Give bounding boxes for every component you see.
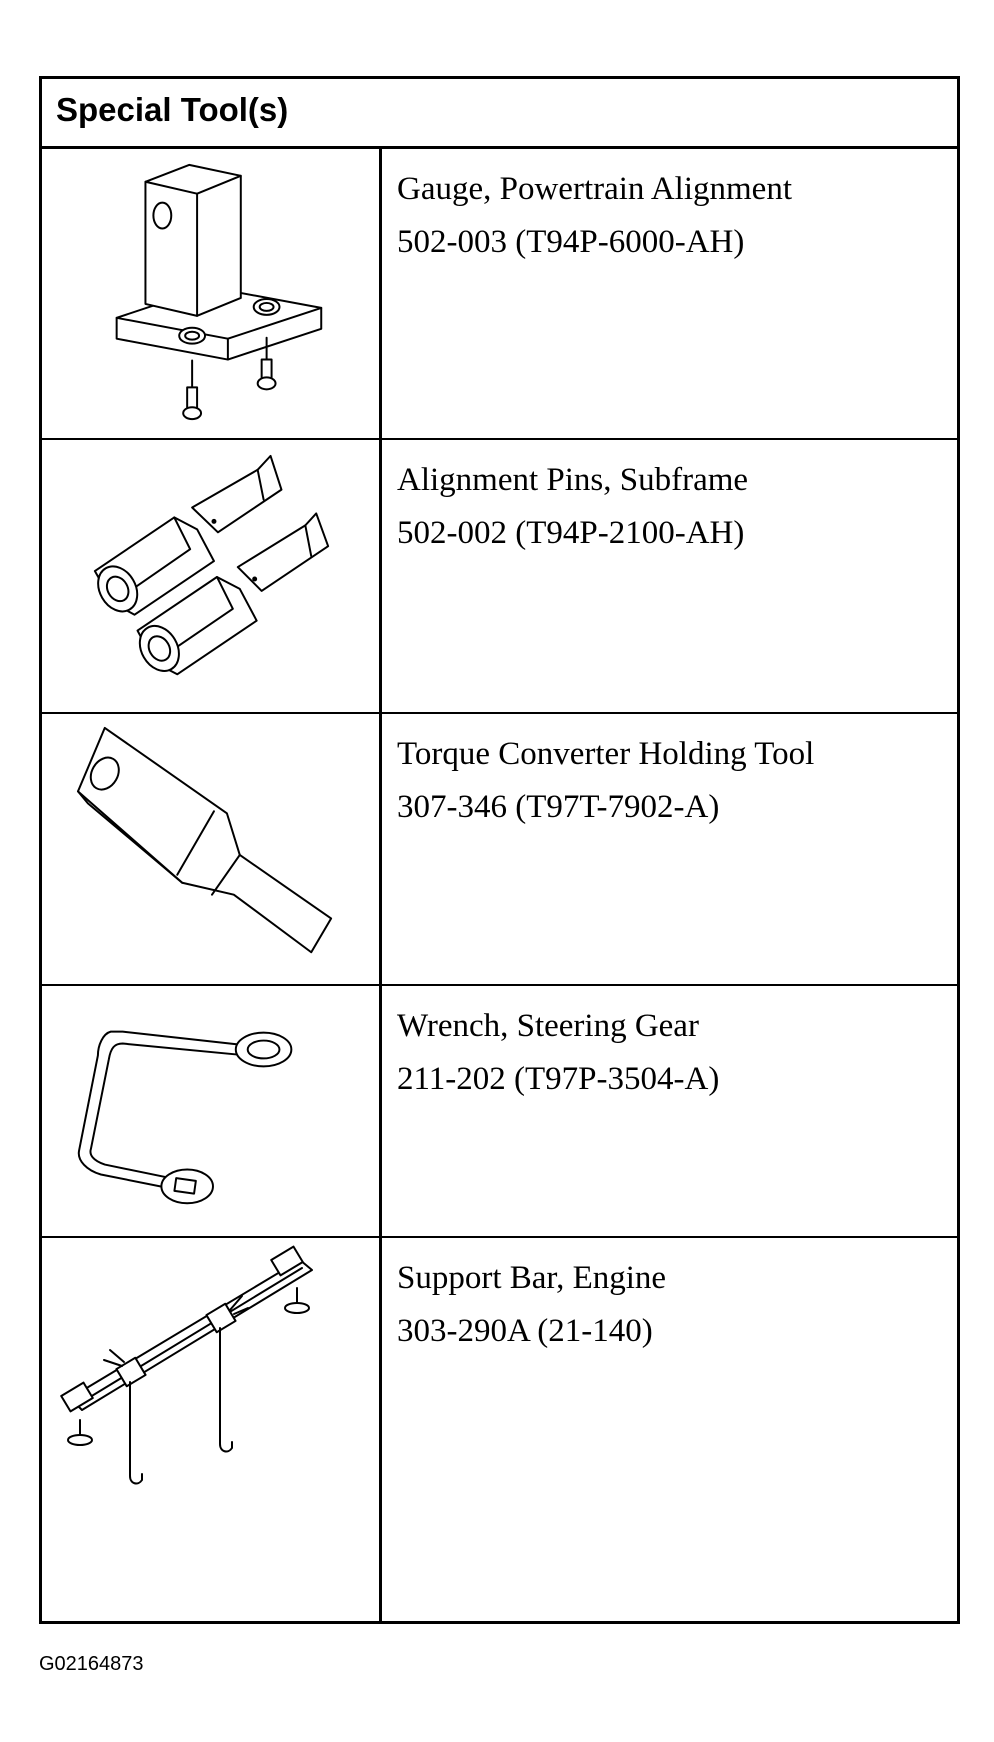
figure-id: G02164873 <box>39 1653 144 1675</box>
holding-tool-icon <box>76 726 333 954</box>
tool-description: Wrench, Steering Gear 211-202 (T97P-3504… <box>397 1000 947 1106</box>
tool-image-cell <box>42 149 382 438</box>
tool-number: 502-002 (T94P-2100-AH) <box>397 515 745 551</box>
table-header: Special Tool(s) <box>42 79 957 149</box>
alignment-pins-icon <box>93 454 330 676</box>
tool-image-cell <box>42 440 382 712</box>
special-tools-table: Special Tool(s) <box>39 76 960 1624</box>
tool-image-cell <box>42 986 382 1236</box>
tool-description: Alignment Pins, Subframe 502-002 (T94P-2… <box>397 454 947 560</box>
tool-number: 307-346 (T97T-7902-A) <box>397 789 720 825</box>
support-bar-icon <box>60 1245 313 1485</box>
table-row: Torque Converter Holding Tool 307-346 (T… <box>42 714 957 986</box>
wrench-icon <box>77 1030 293 1205</box>
table-row: Wrench, Steering Gear 211-202 (T97P-3504… <box>42 986 957 1238</box>
tool-name: Torque Converter Holding Tool <box>397 736 815 772</box>
tool-name: Support Bar, Engine <box>397 1260 667 1296</box>
tool-image-cell <box>42 714 382 984</box>
table-row: Gauge, Powertrain Alignment 502-003 (T94… <box>42 149 957 440</box>
tool-name: Gauge, Powertrain Alignment <box>397 171 793 207</box>
tool-name: Alignment Pins, Subframe <box>397 462 749 498</box>
table-row: Alignment Pins, Subframe 502-002 (T94P-2… <box>42 440 957 714</box>
tool-description: Support Bar, Engine 303-290A (21-140) <box>397 1252 947 1358</box>
table-title: Special Tool(s) <box>56 91 289 128</box>
tool-number: 303-290A (21-140) <box>397 1313 653 1349</box>
tool-number: 211-202 (T97P-3504-A) <box>397 1061 720 1097</box>
alignment-gauge-icon <box>115 163 323 421</box>
tool-number: 502-003 (T94P-6000-AH) <box>397 224 745 260</box>
tool-image-cell <box>42 1238 382 1621</box>
tool-description: Torque Converter Holding Tool 307-346 (T… <box>397 728 947 834</box>
table-row: Support Bar, Engine 303-290A (21-140) <box>42 1238 957 1621</box>
tool-description: Gauge, Powertrain Alignment 502-003 (T94… <box>397 163 947 269</box>
tool-name: Wrench, Steering Gear <box>397 1008 699 1044</box>
